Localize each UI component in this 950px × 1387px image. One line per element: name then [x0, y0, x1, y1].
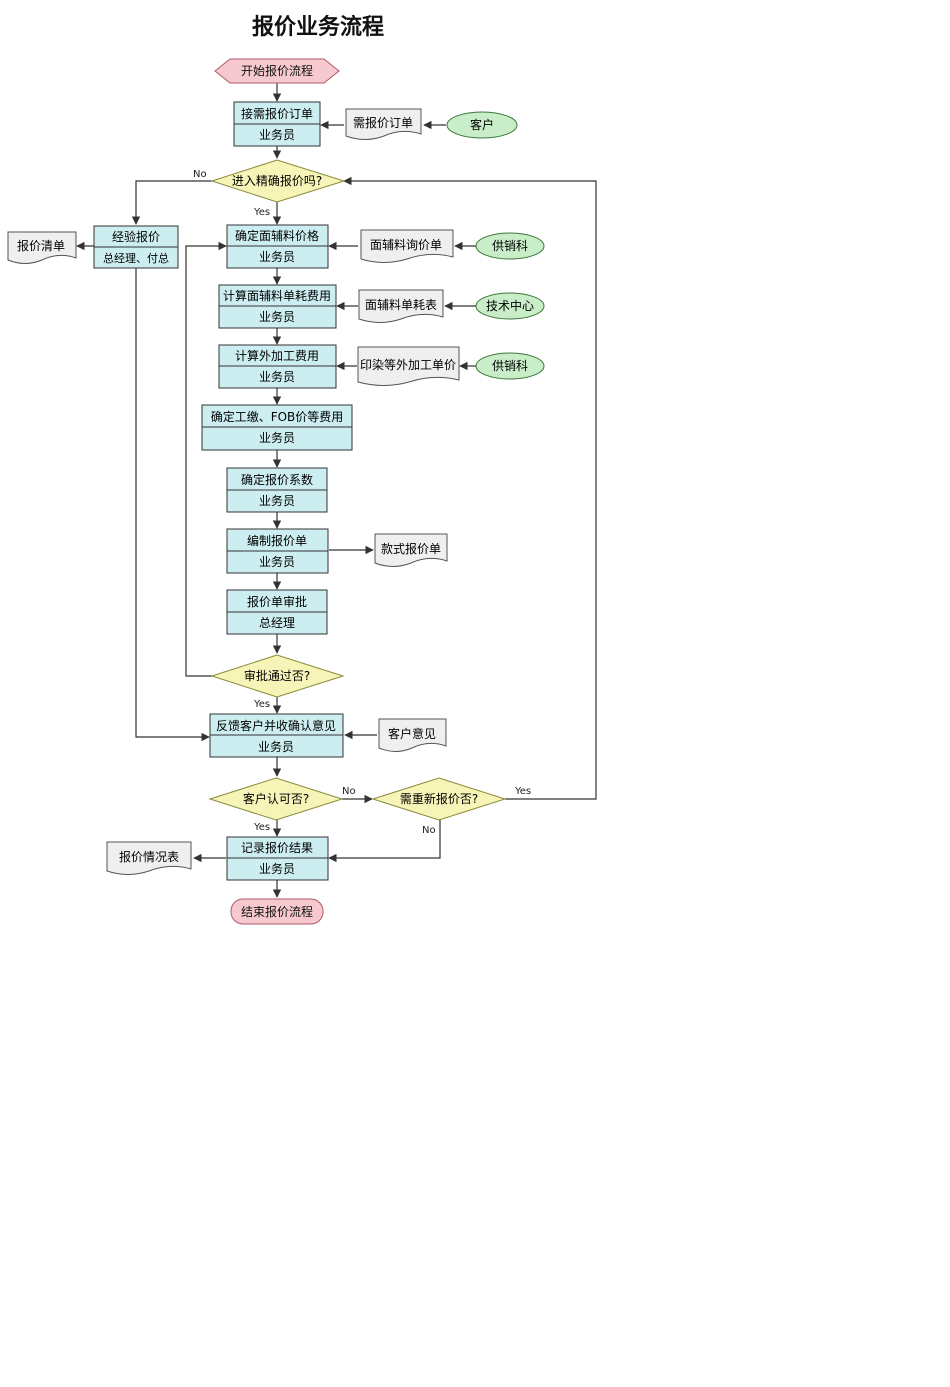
doc-fabric-usage: 面辅料单耗表 [358, 289, 444, 323]
node-feedback: 反馈客户并收确认意见 业务员 [209, 713, 344, 758]
entity-supply-dept-2: 供销科 [475, 352, 545, 380]
decision-precise: 进入精确报价吗? [210, 159, 346, 203]
entity-tech-center: 技术中心 [475, 292, 545, 320]
svg-text:反馈客户并收确认意见: 反馈客户并收确认意见 [216, 718, 336, 733]
svg-text:业务员: 业务员 [258, 739, 294, 754]
svg-text:业务员: 业务员 [259, 430, 295, 445]
svg-text:业务员: 业务员 [259, 861, 295, 876]
svg-text:客户: 客户 [470, 117, 494, 132]
svg-text:款式报价单: 款式报价单 [381, 541, 441, 556]
node-start: 开始报价流程 [214, 58, 340, 84]
node-end: 结束报价流程 [230, 898, 324, 925]
svg-text:客户意见: 客户意见 [388, 726, 436, 741]
svg-text:总经理: 总经理 [259, 616, 295, 630]
label-customer-yes: Yes [253, 822, 270, 833]
node-experience-quote: 经验报价 总经理、付总 [93, 225, 179, 269]
label-requote-no: No [422, 825, 436, 836]
svg-text:确定报价系数: 确定报价系数 [241, 472, 313, 487]
svg-text:审批通过否?: 审批通过否? [244, 668, 310, 683]
decision-requote: 需重新报价否? [371, 777, 507, 821]
decision-customer: 客户认可否? [208, 777, 344, 821]
node-calc-processing: 计算外加工费用 业务员 [218, 344, 337, 389]
svg-text:计算面辅料单耗费用: 计算面辅料单耗费用 [223, 288, 331, 303]
edge-experience-feedback [135, 268, 210, 742]
svg-text:报价情况表: 报价情况表 [119, 849, 179, 864]
svg-text:供销科: 供销科 [492, 239, 528, 253]
svg-text:经验报价: 经验报价 [112, 229, 160, 244]
svg-text:记录报价结果: 记录报价结果 [241, 840, 313, 855]
node-coefficient: 确定报价系数 业务员 [226, 467, 328, 513]
doc-quote-status: 报价情况表 [106, 841, 192, 875]
svg-text:需重新报价否?: 需重新报价否? [400, 791, 478, 806]
node-compile-quote: 编制报价单 业务员 [226, 528, 329, 574]
svg-text:技术中心: 技术中心 [486, 298, 534, 313]
node-record-result: 记录报价结果 业务员 [226, 836, 329, 881]
node-end-label: 结束报价流程 [241, 904, 313, 919]
label-precise-no: No [193, 169, 207, 180]
decision-approved: 审批通过否? [210, 654, 345, 698]
label-customer-no: No [342, 786, 356, 797]
edge-labels: No Yes Yes No Yes Yes No [193, 169, 531, 836]
node-fob-cost: 确定工缴、FOB价等费用 业务员 [201, 404, 353, 451]
doc-quote-list: 报价清单 [7, 231, 77, 264]
svg-text:报价清单: 报价清单 [17, 238, 65, 253]
svg-text:业务员: 业务员 [259, 127, 295, 142]
svg-text:进入精确报价吗?: 进入精确报价吗? [232, 173, 322, 188]
label-requote-yes: Yes [514, 786, 531, 797]
entity-supply-dept-1: 供销科 [475, 232, 545, 260]
entity-customer: 客户 [446, 111, 518, 139]
svg-text:客户认可否?: 客户认可否? [243, 791, 309, 806]
svg-text:报价单审批: 报价单审批 [247, 594, 307, 609]
doc-style-quote: 款式报价单 [374, 533, 448, 567]
edge-approved-no [185, 241, 227, 677]
svg-text:总经理、付总: 总经理、付总 [103, 251, 169, 265]
edge-requote-yes [343, 176, 597, 800]
svg-text:确定工缴、FOB价等费用: 确定工缴、FOB价等费用 [211, 409, 344, 424]
svg-text:编制报价单: 编制报价单 [247, 533, 307, 548]
node-receive-order: 接需报价订单 业务员 [233, 101, 321, 147]
svg-text:印染等外加工单价: 印染等外加工单价 [360, 357, 456, 372]
edge-precise-no [131, 180, 212, 225]
label-precise-yes: Yes [253, 207, 270, 218]
svg-text:供销科: 供销科 [492, 359, 528, 373]
node-fabric-price: 确定面辅料价格 业务员 [226, 224, 329, 269]
label-approved-yes: Yes [253, 699, 270, 710]
node-start-label: 开始报价流程 [241, 63, 313, 78]
svg-text:业务员: 业务员 [259, 493, 295, 508]
connectors [76, 83, 597, 898]
svg-text:计算外加工费用: 计算外加工费用 [235, 348, 319, 363]
svg-text:面辅料单耗表: 面辅料单耗表 [365, 298, 437, 312]
doc-customer-opinion: 客户意见 [378, 718, 447, 752]
svg-text:业务员: 业务员 [259, 309, 295, 324]
svg-text:业务员: 业务员 [259, 249, 295, 264]
page-title: 报价业务流程 [252, 14, 384, 40]
svg-text:需报价订单: 需报价订单 [353, 115, 413, 130]
svg-text:业务员: 业务员 [259, 554, 295, 569]
svg-text:确定面辅料价格: 确定面辅料价格 [235, 228, 319, 243]
doc-fabric-inquiry: 面辅料询价单 [360, 229, 454, 263]
doc-dyeing-price: 印染等外加工单价 [357, 346, 460, 386]
doc-need-order: 需报价订单 [345, 108, 422, 140]
svg-text:面辅料询价单: 面辅料询价单 [370, 238, 442, 252]
svg-text:业务员: 业务员 [259, 369, 295, 384]
node-approve-quote: 报价单审批 总经理 [226, 589, 328, 635]
edge-requote-no [328, 820, 441, 863]
node-calc-fabric: 计算面辅料单耗费用 业务员 [218, 284, 337, 329]
svg-text:接需报价订单: 接需报价订单 [241, 106, 313, 121]
